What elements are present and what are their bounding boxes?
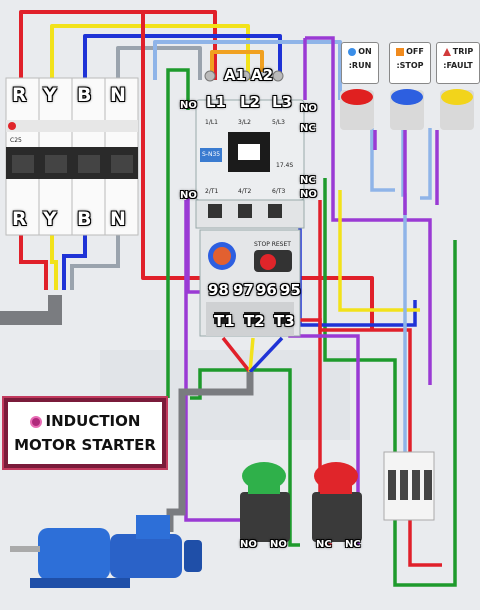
indicator-lamps (340, 89, 474, 130)
line-l2: L2 (240, 93, 260, 111)
face-t3: 6/T3 (272, 188, 286, 195)
mcb-label-y-bottom: Y (43, 208, 57, 230)
mcb-label-n-top: N (110, 84, 126, 106)
mcb-label-b-bottom: B (77, 208, 92, 230)
aux-right-3: NC (300, 175, 316, 186)
overload-tag: STOP RESET (254, 241, 291, 248)
overload-relay (199, 229, 301, 337)
mcb-label-b-top: B (77, 84, 92, 106)
circle-icon (348, 47, 357, 56)
indicator-run-sub: :RUN (348, 61, 372, 71)
load-t2: T2 (244, 312, 265, 330)
face-t1: 2/T1 (205, 188, 219, 195)
wire-neutral-bottom (70, 230, 120, 290)
mcb-label-r-top: R (12, 84, 27, 106)
wire-green-button (190, 368, 300, 547)
indicator-legend-run: ON :RUN (341, 42, 379, 84)
coil-a2: A2 (251, 66, 274, 84)
contactor-rating: 17.4S (276, 162, 294, 169)
wire-green-left (166, 68, 190, 398)
coil-a1: A1 (224, 66, 247, 84)
face-l3: 5/L3 (272, 119, 285, 126)
wire-yellow-right (338, 190, 420, 312)
mcb-label-y-top: Y (43, 84, 57, 106)
contactor-model: S-N35 (202, 151, 221, 158)
mcb-breaker (5, 77, 139, 236)
ol-terminal-95: 95 (280, 281, 301, 299)
start-contact-1: NO (240, 539, 257, 550)
terminal-block (383, 451, 435, 521)
title-panel: INDUCTION MOTOR STARTER (2, 396, 168, 470)
wire-blue-top (83, 34, 282, 80)
gear-icon (29, 415, 42, 428)
title-line-1: INDUCTION (45, 412, 141, 430)
ol-terminal-98: 98 (208, 281, 229, 299)
contactor-body (195, 70, 305, 229)
load-t3: T3 (274, 312, 295, 330)
wire-blue-right (298, 205, 417, 327)
start-contact-2: NO (270, 539, 287, 550)
mcb-label-r-bottom: R (12, 208, 27, 230)
indicator-legend-fault: TRIP :FAULT (436, 42, 480, 84)
ol-terminal-96: 96 (256, 281, 277, 299)
indicator-fault-label: TRIP (452, 47, 474, 56)
conduit-left (0, 295, 62, 325)
face-l1: 1/L1 (205, 119, 218, 126)
wire-purple-b (305, 36, 432, 385)
indicator-stop-sub: :STOP (396, 61, 424, 71)
aux-no-top-left: NO (180, 100, 197, 111)
load-t1: T1 (214, 312, 235, 330)
wire-yellow-bottom (50, 230, 58, 290)
wire-orange-coil (210, 50, 264, 72)
induction-motor (10, 515, 202, 588)
indicator-fault-sub: :FAULT (443, 61, 473, 71)
wire-red-right (318, 200, 442, 567)
wire-blue-bottom (62, 230, 87, 290)
line-l1: L1 (206, 93, 226, 111)
push-buttons (240, 462, 362, 542)
warning-triangle-icon (442, 47, 451, 56)
indicator-run-label: ON (358, 47, 372, 56)
line-l3: L3 (272, 93, 292, 111)
ol-terminal-97: 97 (233, 281, 254, 299)
mcb-rating: C25 (10, 137, 22, 144)
mcb-label-n-bottom: N (110, 208, 126, 230)
aux-right-1: NO (300, 103, 317, 114)
face-t2: 4/T2 (238, 188, 252, 195)
title-line-2: MOTOR STARTER (14, 436, 156, 454)
aux-right-4: NO (300, 189, 317, 200)
square-icon (396, 47, 405, 56)
wire-lightblue (153, 40, 342, 100)
wire-purple-left (184, 200, 240, 522)
wire-neutral-top (116, 46, 202, 80)
face-l2: 3/L2 (238, 119, 251, 126)
aux-no-bottom-left: NO (180, 190, 197, 201)
aux-right-2: NC (300, 123, 316, 134)
stop-contact-1: NC (316, 539, 332, 550)
wire-red-top (19, 10, 217, 80)
stop-contact-2: NC (345, 539, 361, 550)
indicator-legend-stop: OFF :STOP (389, 42, 431, 84)
indicator-stop-label: OFF (406, 47, 424, 56)
wire-red-bottom (19, 230, 48, 290)
